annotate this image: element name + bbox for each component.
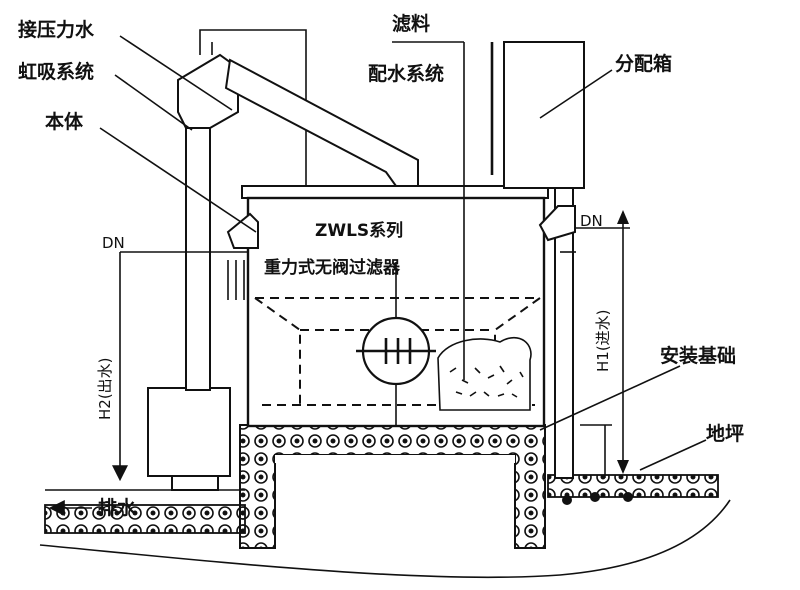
label-drain: 排水 <box>98 496 137 519</box>
siphon-pipe <box>177 29 419 391</box>
label-ground: 地坪 <box>706 422 744 445</box>
foundation-base <box>239 424 546 549</box>
label-foundation: 安装基础 <box>660 344 736 367</box>
outlet-tank <box>147 387 231 491</box>
label-product-name: 重力式无阀过滤器 <box>264 257 401 278</box>
left-dn-connection <box>120 212 259 300</box>
filter-media-granules <box>449 365 524 398</box>
label-dn-right: DN <box>580 212 603 230</box>
label-distribution-box: 分配箱 <box>615 52 672 75</box>
label-model-series: ZWLS系列 <box>315 220 403 241</box>
label-pressure-water: 接压力水 <box>18 18 95 41</box>
floor-outline <box>39 499 731 579</box>
label-body: 本体 <box>45 110 84 133</box>
dimension-h1 <box>617 210 629 474</box>
drain-ground-band <box>44 489 246 534</box>
label-filter-media: 滤料 <box>392 12 430 35</box>
label-water-distribution: 配水系统 <box>368 62 444 85</box>
label-dn-left: DN <box>102 234 125 252</box>
leader-lines <box>99 35 707 471</box>
label-siphon-system: 虹吸系统 <box>18 60 94 83</box>
tank-body <box>241 42 549 428</box>
label-h1-inlet: H1(进水) <box>594 309 612 372</box>
label-h2-outlet: H2(出水) <box>96 357 114 420</box>
